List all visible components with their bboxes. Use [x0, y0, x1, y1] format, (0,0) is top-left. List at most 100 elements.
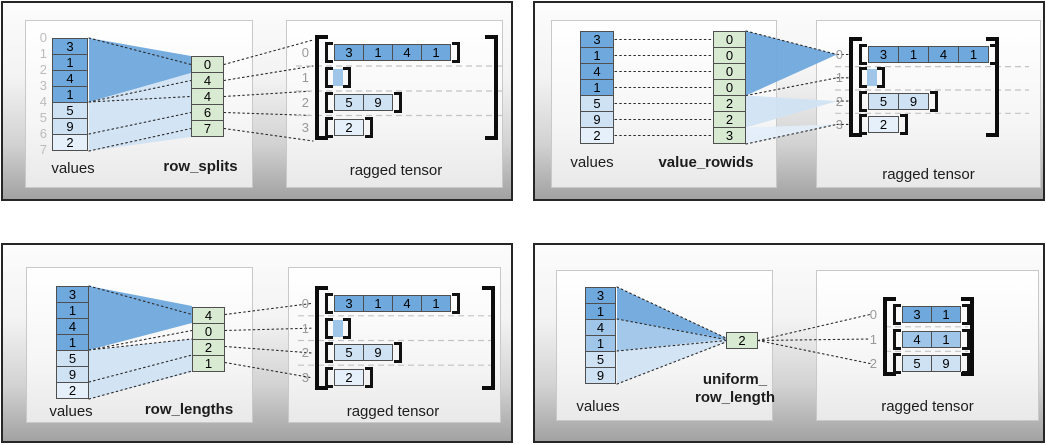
boundary-index-label: 2	[39, 62, 47, 77]
tensor-cell: 1	[931, 330, 961, 348]
row-index-label: 2	[835, 93, 843, 109]
row-bracket-left-icon	[325, 67, 333, 88]
value-rowid-cell: 2	[713, 95, 746, 112]
tensor-cell: 1	[898, 46, 929, 63]
tensor-label: ragged tensor	[881, 398, 974, 415]
tensor-bracket-right-icon	[986, 37, 999, 137]
value-cell: 3	[52, 38, 88, 55]
tensor-label: ragged tensor	[882, 166, 975, 183]
row-bracket-right-icon	[365, 117, 373, 138]
value-cell: 9	[585, 367, 616, 384]
row-bracket-left-icon	[893, 328, 901, 350]
value-cell: 5	[585, 351, 616, 368]
value-cell: 2	[580, 127, 614, 144]
row-split-cell: 4	[191, 88, 224, 105]
row-index-label: 2	[301, 95, 309, 110]
values-label: values	[576, 398, 620, 415]
row-index-label: 2	[301, 345, 309, 361]
row-index-label: 1	[835, 70, 843, 86]
tensor-cell: 5	[334, 94, 364, 111]
tensor-cell: 4	[902, 330, 932, 348]
row-bracket-right-icon	[365, 367, 373, 389]
value-cell: 1	[580, 47, 614, 64]
row-index-label: 0	[869, 307, 877, 322]
tensor-cell: 1	[363, 295, 393, 312]
value-rowid-cell: 0	[713, 31, 746, 48]
tensor-cell: 1	[421, 295, 451, 312]
tensor-cell: 9	[931, 355, 961, 372]
tensor-bracket-left-icon	[883, 297, 896, 376]
value-rowid-cell: 0	[713, 63, 746, 80]
row-bracket-left-icon	[859, 113, 867, 135]
row-bracket-right-icon	[900, 113, 908, 135]
value-cell: 1	[56, 302, 89, 319]
value-rowid-cell: 3	[713, 127, 746, 144]
value-cell: 4	[56, 318, 89, 335]
method-label: value_rowids	[658, 154, 754, 171]
row-length-cell: 1	[192, 355, 225, 372]
row-bracket-left-icon	[325, 342, 333, 364]
row-bracket-left-icon	[325, 367, 333, 389]
tensor-row: 1	[302, 317, 351, 339]
value-rowid-cell: 0	[713, 79, 746, 96]
tensor-cell: 5	[334, 344, 364, 362]
tensor-cell: 4	[392, 295, 422, 312]
row-index-label: 0	[835, 47, 843, 62]
row-bracket-left-icon	[859, 44, 867, 65]
row-split-cell: 0	[191, 56, 224, 73]
row-split-cell: 6	[191, 104, 224, 121]
row-bracket-left-icon	[325, 42, 333, 63]
method-label: row_lengths	[144, 401, 234, 418]
row-bracket-left-icon	[325, 317, 333, 339]
row-bracket-right-icon	[877, 67, 885, 89]
value-cell: 1	[52, 86, 88, 103]
row-cells	[333, 69, 343, 86]
row-cells: 2	[334, 119, 364, 136]
tensor-cell: 1	[363, 44, 393, 61]
row-bracket-right-icon	[990, 44, 998, 65]
row-bracket-left-icon	[325, 117, 333, 138]
tensor-cell: 9	[898, 92, 929, 110]
tensor-cell: 5	[902, 355, 932, 372]
value-cell: 1	[52, 54, 88, 71]
value-cell: 5	[580, 95, 614, 112]
value-cell: 9	[580, 111, 614, 128]
row-bracket-right-icon	[343, 67, 351, 88]
row-length-cell: 2	[192, 339, 225, 356]
row-index-label: 3	[301, 120, 309, 135]
row-bracket-left-icon	[325, 92, 333, 113]
values-label: values	[570, 154, 614, 171]
tensor-row: 1	[836, 67, 885, 89]
row-bracket-left-icon	[893, 353, 901, 374]
row-index-label: 1	[869, 331, 877, 347]
tensor-row: 1	[302, 67, 351, 88]
row-index-label: 1	[301, 70, 309, 85]
values-label: values	[49, 403, 93, 420]
tensor-cell: 1	[421, 44, 451, 61]
